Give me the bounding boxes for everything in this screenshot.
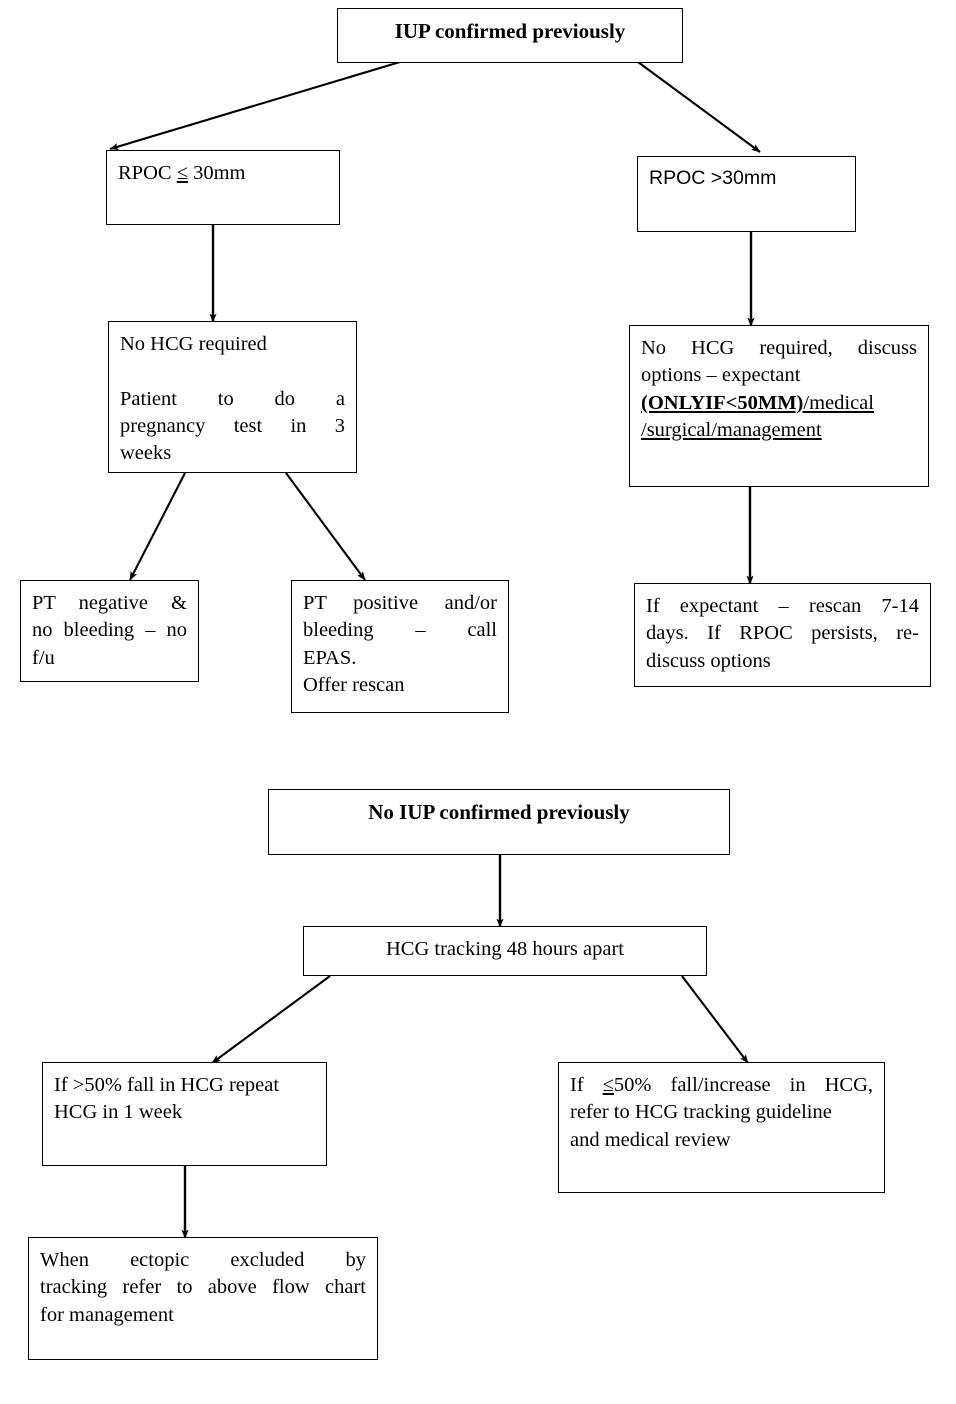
expectant-line-3: discuss options (646, 649, 771, 672)
node-when-ectopic-excluded[interactable]: When ectopic excluded by tracking refer … (28, 1237, 378, 1360)
no-hcg-right-line-2: options – expectant (641, 364, 801, 387)
connector-no-hcg-left-to-pt-positive (285, 472, 366, 581)
node-no-iup-confirmed-previously-label: No IUP confirmed previously (368, 800, 630, 824)
pt-positive-line-4: Offer rescan (303, 673, 405, 696)
no-hcg-right-line-3: (ONLYIF<50MM)/medical (641, 390, 917, 417)
node-pt-positive[interactable]: PT positive and/or bleeding – call EPAS.… (291, 580, 509, 713)
no-hcg-right-line-1: No HCG required, discuss (641, 337, 917, 359)
no-hcg-left-line-3: pregnancy test in 3 (120, 414, 345, 437)
ectopic-line-2: tracking refer to above flow chart (40, 1276, 366, 1299)
expectant-line-2: days. If RPOC persists, re- (646, 622, 919, 645)
no-hcg-left-line-4: weeks (120, 442, 172, 464)
rpoc-small-suffix: 30mm (187, 162, 246, 184)
fall-le50-prefix: If (570, 1074, 603, 1096)
pt-positive-line-1: PT positive and/or (303, 592, 497, 614)
less-than-or-equal-icon: ≤ (176, 162, 188, 184)
node-no-hcg-required-left[interactable]: No HCG required Patient to do a pregnanc… (108, 321, 357, 473)
node-fall-greater-than-50[interactable]: If >50% fall in HCG repeat HCG in 1 week (42, 1062, 327, 1166)
connector-no-hcg-left-to-pt-negative (129, 472, 186, 581)
rpoc-small-prefix: RPOC (118, 162, 177, 184)
node-rpoc-large-label: RPOC >30mm (649, 167, 777, 189)
pt-negative-line-2: no bleeding – no (32, 619, 187, 642)
connector-iup-to-rpoc-small (109, 60, 401, 151)
node-rpoc-small[interactable]: RPOC ≤ 30mm (106, 150, 340, 225)
pt-negative-line-1: PT negative & (32, 592, 187, 614)
fall-le50-line-1-rest: 50% fall/increase in HCG, (613, 1074, 873, 1096)
connector-hcg-tracking-to-fall-gt50 (211, 975, 331, 1064)
only-if-under-50mm-emphasis: (ONLYIF<50MM) (641, 391, 804, 414)
node-iup-confirmed-previously-label: IUP confirmed previously (394, 19, 626, 43)
node-rpoc-large[interactable]: RPOC >30mm (637, 156, 856, 232)
no-hcg-left-line-2: Patient to do a (120, 387, 345, 410)
node-no-iup-confirmed-previously[interactable]: No IUP confirmed previously (268, 789, 730, 855)
no-hcg-right-line-3-rest: /medical (803, 391, 874, 414)
no-hcg-left-spacer (120, 358, 345, 385)
fall-gt50-line-1: If >50% fall in HCG repeat (54, 1074, 280, 1096)
less-than-or-equal-icon-2: ≤ (602, 1074, 614, 1096)
connector-iup-to-rpoc-large (637, 61, 761, 153)
expectant-line-1: If expectant – rescan 7-14 (646, 595, 919, 617)
ectopic-line-1: When ectopic excluded by (40, 1249, 366, 1271)
pt-positive-line-3: EPAS. (303, 646, 357, 669)
no-hcg-right-line-4: /surgical/management (641, 417, 917, 444)
fall-gt50-line-2: HCG in 1 week (54, 1101, 183, 1124)
node-hcg-tracking-48-hours-label: HCG tracking 48 hours apart (386, 938, 624, 960)
node-iup-confirmed-previously[interactable]: IUP confirmed previously (337, 8, 683, 63)
node-if-expectant-rescan[interactable]: If expectant – rescan 7-14 days. If RPOC… (634, 583, 931, 687)
connector-hcg-tracking-to-fall-le50 (681, 975, 749, 1064)
fall-le50-line-3: and medical review (570, 1128, 731, 1151)
no-hcg-right-line-4-text: /surgical/management (641, 418, 822, 441)
pt-positive-line-2: bleeding – call (303, 619, 497, 642)
node-rpoc-small-label: RPOC ≤ 30mm (118, 160, 328, 187)
ectopic-line-3: for management (40, 1303, 174, 1326)
node-hcg-tracking-48-hours[interactable]: HCG tracking 48 hours apart (303, 926, 707, 976)
pt-negative-line-3: f/u (32, 646, 55, 669)
node-fall-less-or-equal-50[interactable]: If ≤50% fall/increase in HCG, refer to H… (558, 1062, 885, 1193)
node-pt-negative[interactable]: PT negative & no bleeding – no f/u (20, 580, 199, 682)
node-no-hcg-required-right[interactable]: No HCG required, discuss options – expec… (629, 325, 929, 487)
fall-le50-line-2: refer to HCG tracking guideline (570, 1101, 832, 1124)
no-hcg-left-line-1: No HCG required (120, 333, 267, 355)
fall-le50-line-1: If ≤50% fall/increase in HCG, (570, 1072, 873, 1099)
